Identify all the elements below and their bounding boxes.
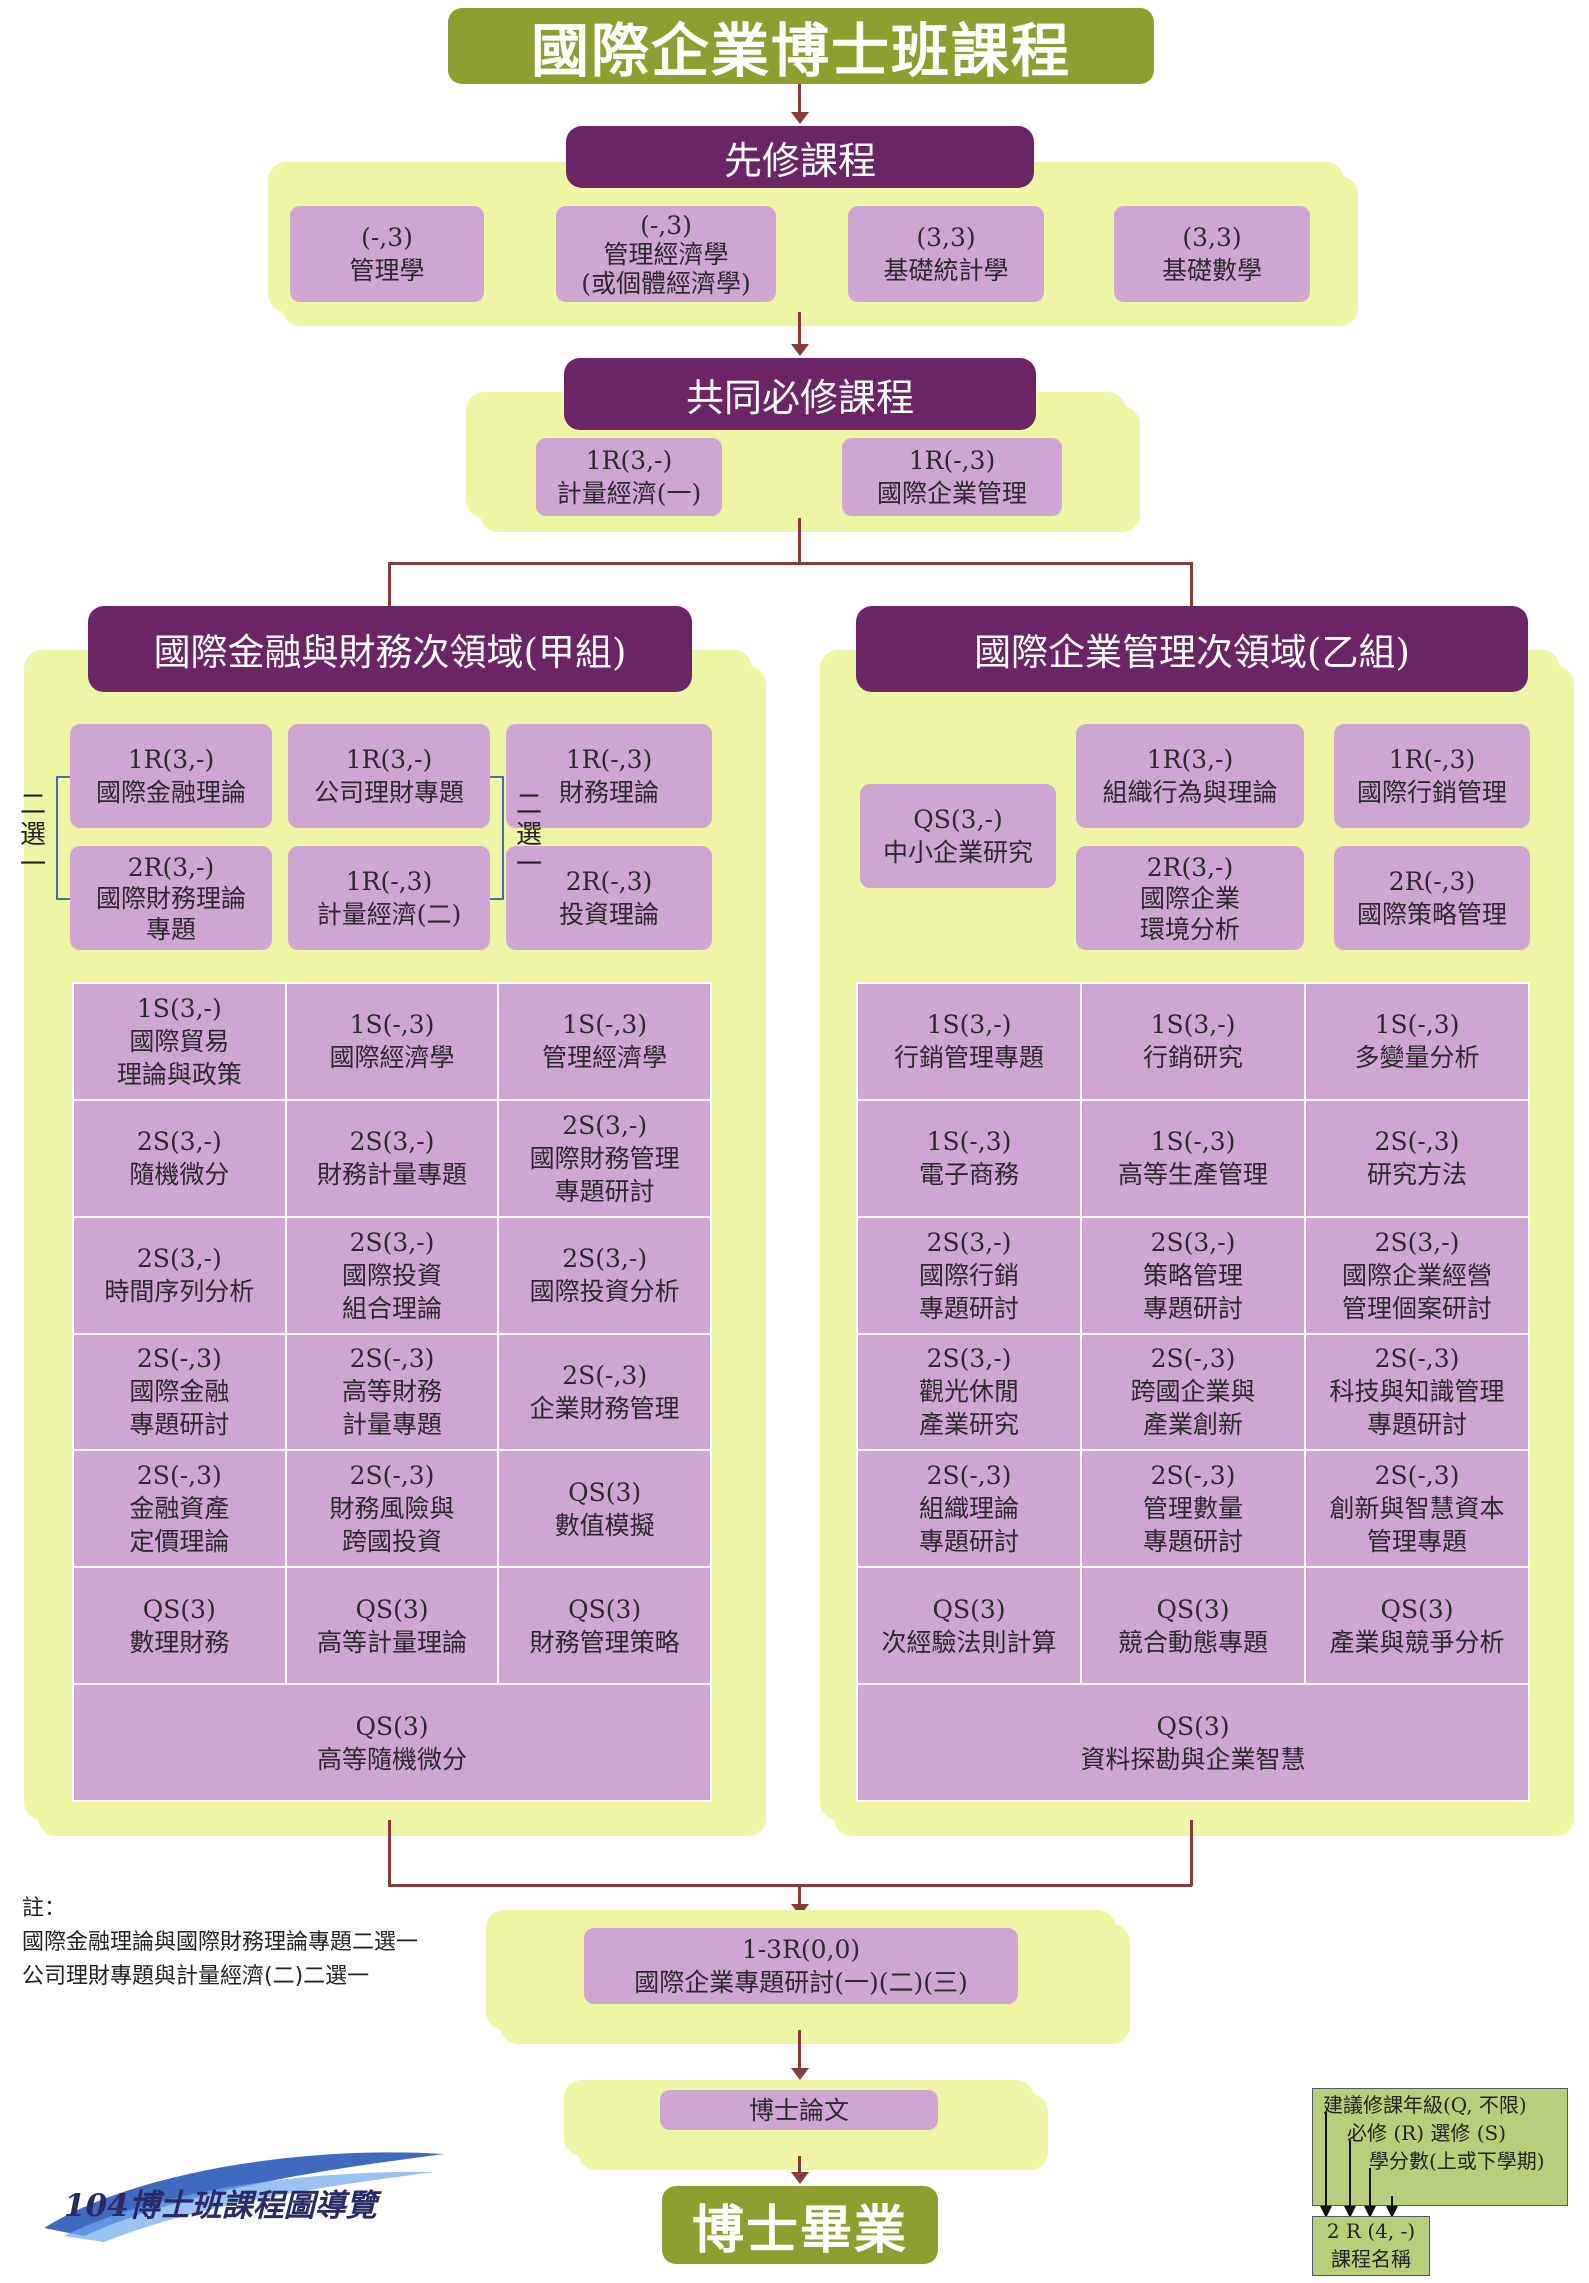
elective-course: 2S(3,-)觀光休閒產業研究 [858, 1334, 1080, 1450]
group-b-required: 1R(3,-)組織行為與理論 [1076, 724, 1304, 828]
elective-course: 1S(-,3)電子商務 [858, 1100, 1080, 1216]
elective-course: QS(3)競合動態專題 [1082, 1568, 1304, 1684]
elective-course: QS(3)產業與競爭分析 [1306, 1568, 1528, 1684]
logo-text: 104博士班課程圖導覽 [64, 2188, 377, 2224]
group-b-required: QS(3,-)中小企業研究 [860, 784, 1056, 888]
group-a-required: 1R(3,-)公司理財專題 [288, 724, 490, 828]
elective-course: 2S(3,-)國際財務管理專題研討 [499, 1100, 710, 1216]
elective-course: 2S(3,-)國際投資分析 [499, 1217, 710, 1333]
elective-course: 1S(3,-)行銷管理專題 [858, 984, 1080, 1099]
common-header: 共同必修課程 [564, 358, 1036, 430]
elective-course: 2S(3,-)國際投資組合理論 [286, 1217, 498, 1333]
elective-course: 2S(-,3)科技與知識管理專題研討 [1306, 1334, 1528, 1450]
group-b-header: 國際企業管理次領域(乙組) [856, 606, 1528, 692]
group-b-required: 2R(-,3)國際策略管理 [1334, 846, 1530, 950]
notes: 註： 國際金融理論與國際財務理論專題二選一 公司理財專題與計量經濟(二)二選一 [22, 1896, 419, 1989]
elective-course: 2S(3,-)策略管理專題研討 [1082, 1217, 1304, 1333]
elective-course: 2S(-,3)創新與智慧資本管理專題 [1306, 1451, 1528, 1567]
legend: 建議修課年級(Q, 不限) 必修 (R) 選修 (S) 學分數(上或下學期) [1312, 2088, 1568, 2206]
elective-course: 2S(-,3)跨國企業與產業創新 [1082, 1334, 1304, 1450]
elective-course: 1S(-,3)多變量分析 [1306, 984, 1528, 1099]
elective-course: 1S(-,3)高等生產管理 [1082, 1100, 1304, 1216]
elective-course: 1S(-,3)管理經濟學 [499, 984, 710, 1099]
prereq-course: (-,3)管理學 [290, 206, 484, 302]
elective-course: 2S(-,3)國際金融專題研討 [74, 1334, 285, 1450]
common-course: 1R(3,-)計量經濟(一) [536, 438, 722, 516]
page-title: 國際企業博士班課程 [448, 8, 1154, 85]
group-a-required: 1R(-,3)計量經濟(二) [288, 846, 490, 950]
choose-one-label: 二選一 [515, 790, 542, 880]
elective-course: 2S(3,-)隨機微分 [74, 1100, 285, 1216]
elective-course: 1S(3,-)國際貿易理論與政策 [74, 984, 285, 1099]
elective-course: 2S(3,-)財務計量專題 [286, 1100, 498, 1216]
elective-course: 2S(3,-)國際企業經營管理個案研討 [1306, 1217, 1528, 1333]
group-b-required: 2R(3,-)國際企業環境分析 [1076, 846, 1304, 950]
elective-course: QS(3)財務管理策略 [499, 1568, 710, 1684]
common-course: 1R(-,3)國際企業管理 [842, 438, 1062, 516]
elective-course: QS(3)數值模擬 [499, 1451, 710, 1567]
prereq-course: (-,3)管理經濟學(或個體經濟學) [556, 206, 776, 302]
logo-swoosh-icon [44, 2152, 444, 2242]
elective-course: 2S(-,3)組織理論專題研討 [858, 1451, 1080, 1567]
elective-course: QS(3)資料探勘與企業智慧 [858, 1685, 1528, 1800]
elective-course: 1S(-,3)國際經濟學 [286, 984, 498, 1099]
group-a-header: 國際金融與財務次領域(甲組) [88, 606, 692, 692]
elective-course: 2S(3,-)國際行銷專題研討 [858, 1217, 1080, 1333]
group-b-required: 1R(-,3)國際行銷管理 [1334, 724, 1530, 828]
choose-one-label: 二選一 [19, 790, 46, 880]
graduation-banner: 博士畢業 [662, 2186, 938, 2264]
elective-course: QS(3)高等隨機微分 [74, 1685, 710, 1800]
elective-course: 2S(-,3)管理數量專題研討 [1082, 1451, 1304, 1567]
group-a-required: 2R(-,3)投資理論 [506, 846, 712, 950]
elective-course: 2S(-,3)研究方法 [1306, 1100, 1528, 1216]
elective-course: 2S(3,-)時間序列分析 [74, 1217, 285, 1333]
elective-course: 2S(-,3)金融資產定價理論 [74, 1451, 285, 1567]
thesis-course: 博士論文 [660, 2090, 938, 2130]
group-a-required: 1R(-,3)財務理論 [506, 724, 712, 828]
prereq-course: (3,3)基礎數學 [1114, 206, 1310, 302]
legend-example: 2 R (4, -) 課程名稱 [1312, 2216, 1430, 2276]
legend-arrows-icon [1320, 2112, 1398, 2218]
elective-course: 2S(-,3)財務風險與跨國投資 [286, 1451, 498, 1567]
prerequisite-header: 先修課程 [566, 126, 1034, 188]
prereq-course: (3,3)基礎統計學 [848, 206, 1044, 302]
elective-course: QS(3)次經驗法則計算 [858, 1568, 1080, 1684]
elective-course: 2S(-,3)高等財務計量專題 [286, 1334, 498, 1450]
group-a-required: 2R(3,-)國際財務理論專題 [70, 846, 272, 950]
elective-course: 1S(3,-)行銷研究 [1082, 984, 1304, 1099]
group-a-required: 1R(3,-)國際金融理論 [70, 724, 272, 828]
seminar-course: 1-3R(0,0)國際企業專題研討(一)(二)(三) [584, 1928, 1018, 2004]
elective-course: QS(3)高等計量理論 [286, 1568, 498, 1684]
elective-course: QS(3)數理財務 [74, 1568, 285, 1684]
elective-course: 2S(-,3)企業財務管理 [499, 1334, 710, 1450]
